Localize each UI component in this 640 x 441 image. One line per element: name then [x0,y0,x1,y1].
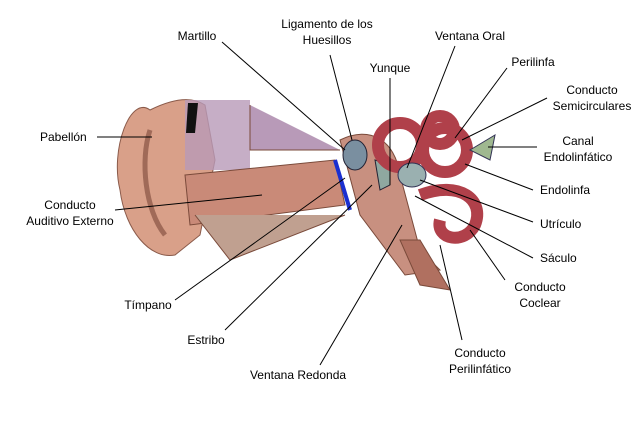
label-timpano: Tímpano [124,298,172,312]
cochlea [417,183,484,244]
label-line: Conducto [454,346,506,360]
label-saculo: Sáculo [540,251,577,265]
vestibule [397,162,427,188]
leader-lines [97,41,548,366]
label-line: Endolinfático [543,150,613,164]
label-line: Coclear [519,296,561,310]
malleus [342,139,368,171]
label-pabellon: Pabellón [40,130,87,144]
label-utriculo: Utrículo [540,217,582,231]
label-line: Auditivo Externo [26,214,114,228]
label-line: Semicirculares [552,99,632,113]
label-yunque: Yunque [369,61,411,75]
label-line: Perilinfático [448,362,512,376]
external-canal [184,159,346,226]
label-line: Ligamento de los [281,17,373,31]
label-perilinfa: Perilinfa [511,55,555,69]
eardrum [333,159,352,211]
label-endolinfa: Endolinfa [540,183,591,197]
label-line: Canal [562,134,594,148]
label-line: Conducto [566,83,618,97]
label-line: Huesillos [302,33,352,47]
semicircular-canals [372,110,473,178]
label-estribo: Estribo [187,333,225,347]
label-martillo: Martillo [177,29,217,43]
label-ventana-oral: Ventana Oral [434,29,506,43]
label-line: Conducto [514,280,566,294]
label-ventana-redonda: Ventana Redonda [249,368,347,382]
label-line: Conducto [44,198,96,212]
